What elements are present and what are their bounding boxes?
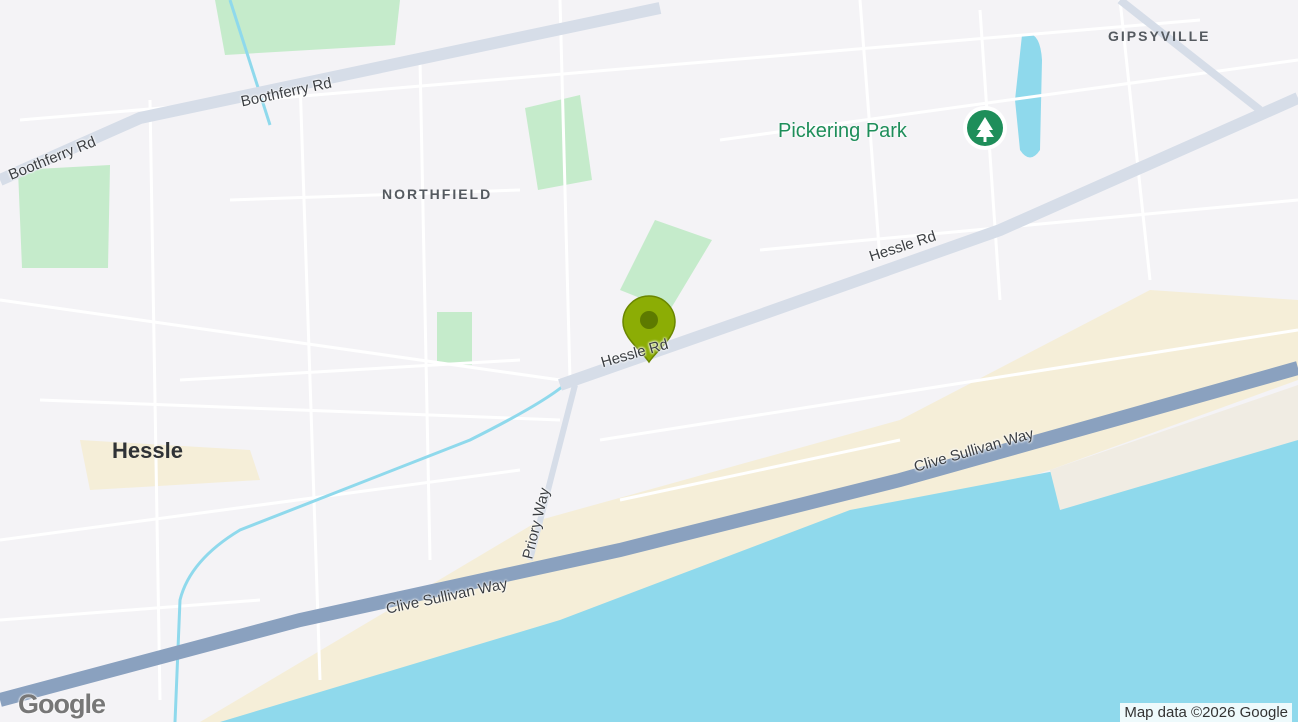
district-northfield: NORTHFIELD	[382, 186, 493, 202]
river-humber	[220, 440, 1298, 722]
minor-streets	[0, 0, 1298, 701]
district-gipsyville: GIPSYVILLE	[1108, 28, 1211, 44]
map-pin-icon[interactable]	[622, 295, 676, 364]
drain	[228, 0, 272, 126]
road-north-east[interactable]	[1117, 0, 1263, 114]
canal	[173, 378, 572, 722]
road-priory[interactable]	[527, 384, 578, 561]
tree-icon[interactable]	[963, 106, 1007, 150]
dock-area	[1050, 385, 1298, 510]
green-area	[18, 165, 110, 268]
beach-area	[200, 290, 1298, 722]
green-area	[437, 312, 472, 365]
map-attribution[interactable]: Map data ©2026 Google	[1120, 703, 1292, 722]
sand-area	[80, 440, 260, 490]
green-area	[215, 0, 400, 55]
green-area	[525, 95, 592, 190]
road-boothferry[interactable]	[0, 2, 662, 186]
town-hessle: Hessle	[112, 438, 183, 463]
park-label[interactable]: Pickering Park	[778, 120, 907, 142]
google-logo: Google	[18, 689, 106, 719]
pond	[1015, 33, 1042, 158]
road-clive-sullivan[interactable]	[0, 361, 1298, 707]
green-area	[620, 220, 712, 310]
